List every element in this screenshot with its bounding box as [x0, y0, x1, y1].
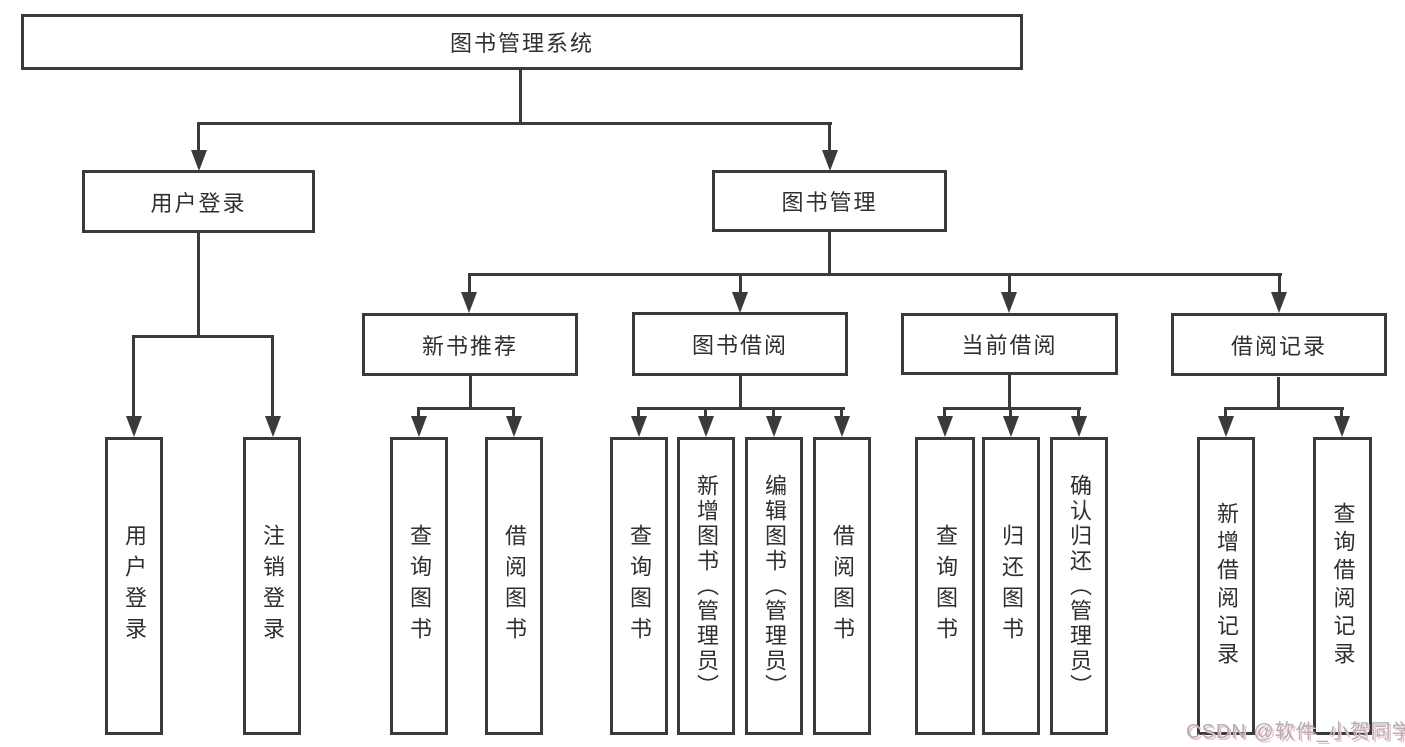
arrow-down-icon — [126, 416, 142, 437]
arrow-down-icon — [1334, 416, 1350, 437]
connector-line — [132, 335, 135, 416]
connector-line — [943, 407, 946, 417]
leaf-edit-book-admin: 编辑图书（管理员） — [745, 437, 803, 735]
leaf-query-borrow-record: 查询借阅记录 — [1313, 437, 1372, 735]
node-current-borrow: 当前借阅 — [901, 313, 1118, 375]
connector-line — [1008, 375, 1011, 410]
leaf-confirm-return-admin: 确认归还（管理员） — [1050, 437, 1108, 735]
connector-line — [704, 407, 707, 417]
node-user-login: 用户登录 — [82, 170, 315, 233]
connector-line — [1008, 273, 1011, 293]
node-book-borrow: 图书借阅 — [632, 312, 848, 376]
arrow-down-icon — [1271, 292, 1287, 313]
leaf-borrow-books-2: 借阅图书 — [813, 437, 871, 735]
arrow-down-icon — [1001, 292, 1017, 313]
arrow-down-icon — [698, 416, 714, 437]
connector-line — [1340, 407, 1343, 417]
connector-line — [1009, 407, 1012, 417]
leaf-add-borrow-record: 新增借阅记录 — [1197, 437, 1255, 735]
connector-line — [828, 232, 831, 276]
node-new-book-recommend: 新书推荐 — [362, 313, 578, 376]
connector-line — [739, 376, 742, 410]
connector-line — [417, 407, 515, 410]
arrow-down-icon — [265, 416, 281, 437]
leaf-borrow-books-1: 借阅图书 — [485, 437, 543, 735]
arrow-down-icon — [766, 416, 782, 437]
leaf-query-books-2: 查询图书 — [610, 437, 668, 735]
connector-line — [519, 68, 522, 124]
connector-line — [637, 407, 640, 417]
connector-line — [197, 122, 832, 125]
connector-line — [1077, 407, 1080, 417]
connector-line — [468, 273, 1282, 276]
arrow-down-icon — [631, 416, 647, 437]
connector-line — [772, 407, 775, 417]
arrow-down-icon — [411, 416, 427, 437]
connector-line — [469, 376, 472, 410]
connector-line — [739, 273, 742, 293]
leaf-user-login: 用户登录 — [105, 437, 163, 735]
leaf-query-books-1: 查询图书 — [390, 437, 448, 735]
connector-line — [637, 407, 845, 410]
node-root: 图书管理系统 — [21, 14, 1023, 70]
arrow-down-icon — [1071, 416, 1087, 437]
arrow-down-icon — [1003, 416, 1019, 437]
csdn-watermark: CSDN @软件_小贺同学 — [1186, 721, 1405, 743]
arrow-down-icon — [1218, 416, 1234, 437]
node-book-management: 图书管理 — [712, 170, 947, 232]
arrow-down-icon — [937, 416, 953, 437]
arrow-down-icon — [191, 150, 207, 171]
leaf-query-books-3: 查询图书 — [915, 437, 975, 735]
arrow-down-icon — [506, 416, 522, 437]
connector-line — [1277, 377, 1280, 410]
connector-line — [417, 407, 420, 417]
connector-line — [840, 407, 843, 417]
connector-line — [1224, 407, 1344, 410]
connector-line — [828, 122, 831, 152]
connector-line — [1278, 273, 1281, 293]
leaf-return-books: 归还图书 — [982, 437, 1040, 735]
connector-line — [512, 407, 515, 417]
connector-line — [1224, 407, 1227, 417]
leaf-add-book-admin: 新增图书（管理员） — [677, 437, 735, 735]
connector-line — [943, 407, 1081, 410]
arrow-down-icon — [461, 292, 477, 313]
connector-line — [468, 273, 471, 293]
arrow-down-icon — [834, 416, 850, 437]
connector-line — [197, 122, 200, 152]
arrow-down-icon — [732, 292, 748, 313]
connector-line — [271, 335, 274, 416]
connector-line — [132, 335, 274, 338]
arrow-down-icon — [822, 150, 838, 171]
node-borrow-records: 借阅记录 — [1171, 313, 1387, 376]
leaf-logout: 注销登录 — [243, 437, 301, 735]
connector-line — [197, 233, 200, 338]
